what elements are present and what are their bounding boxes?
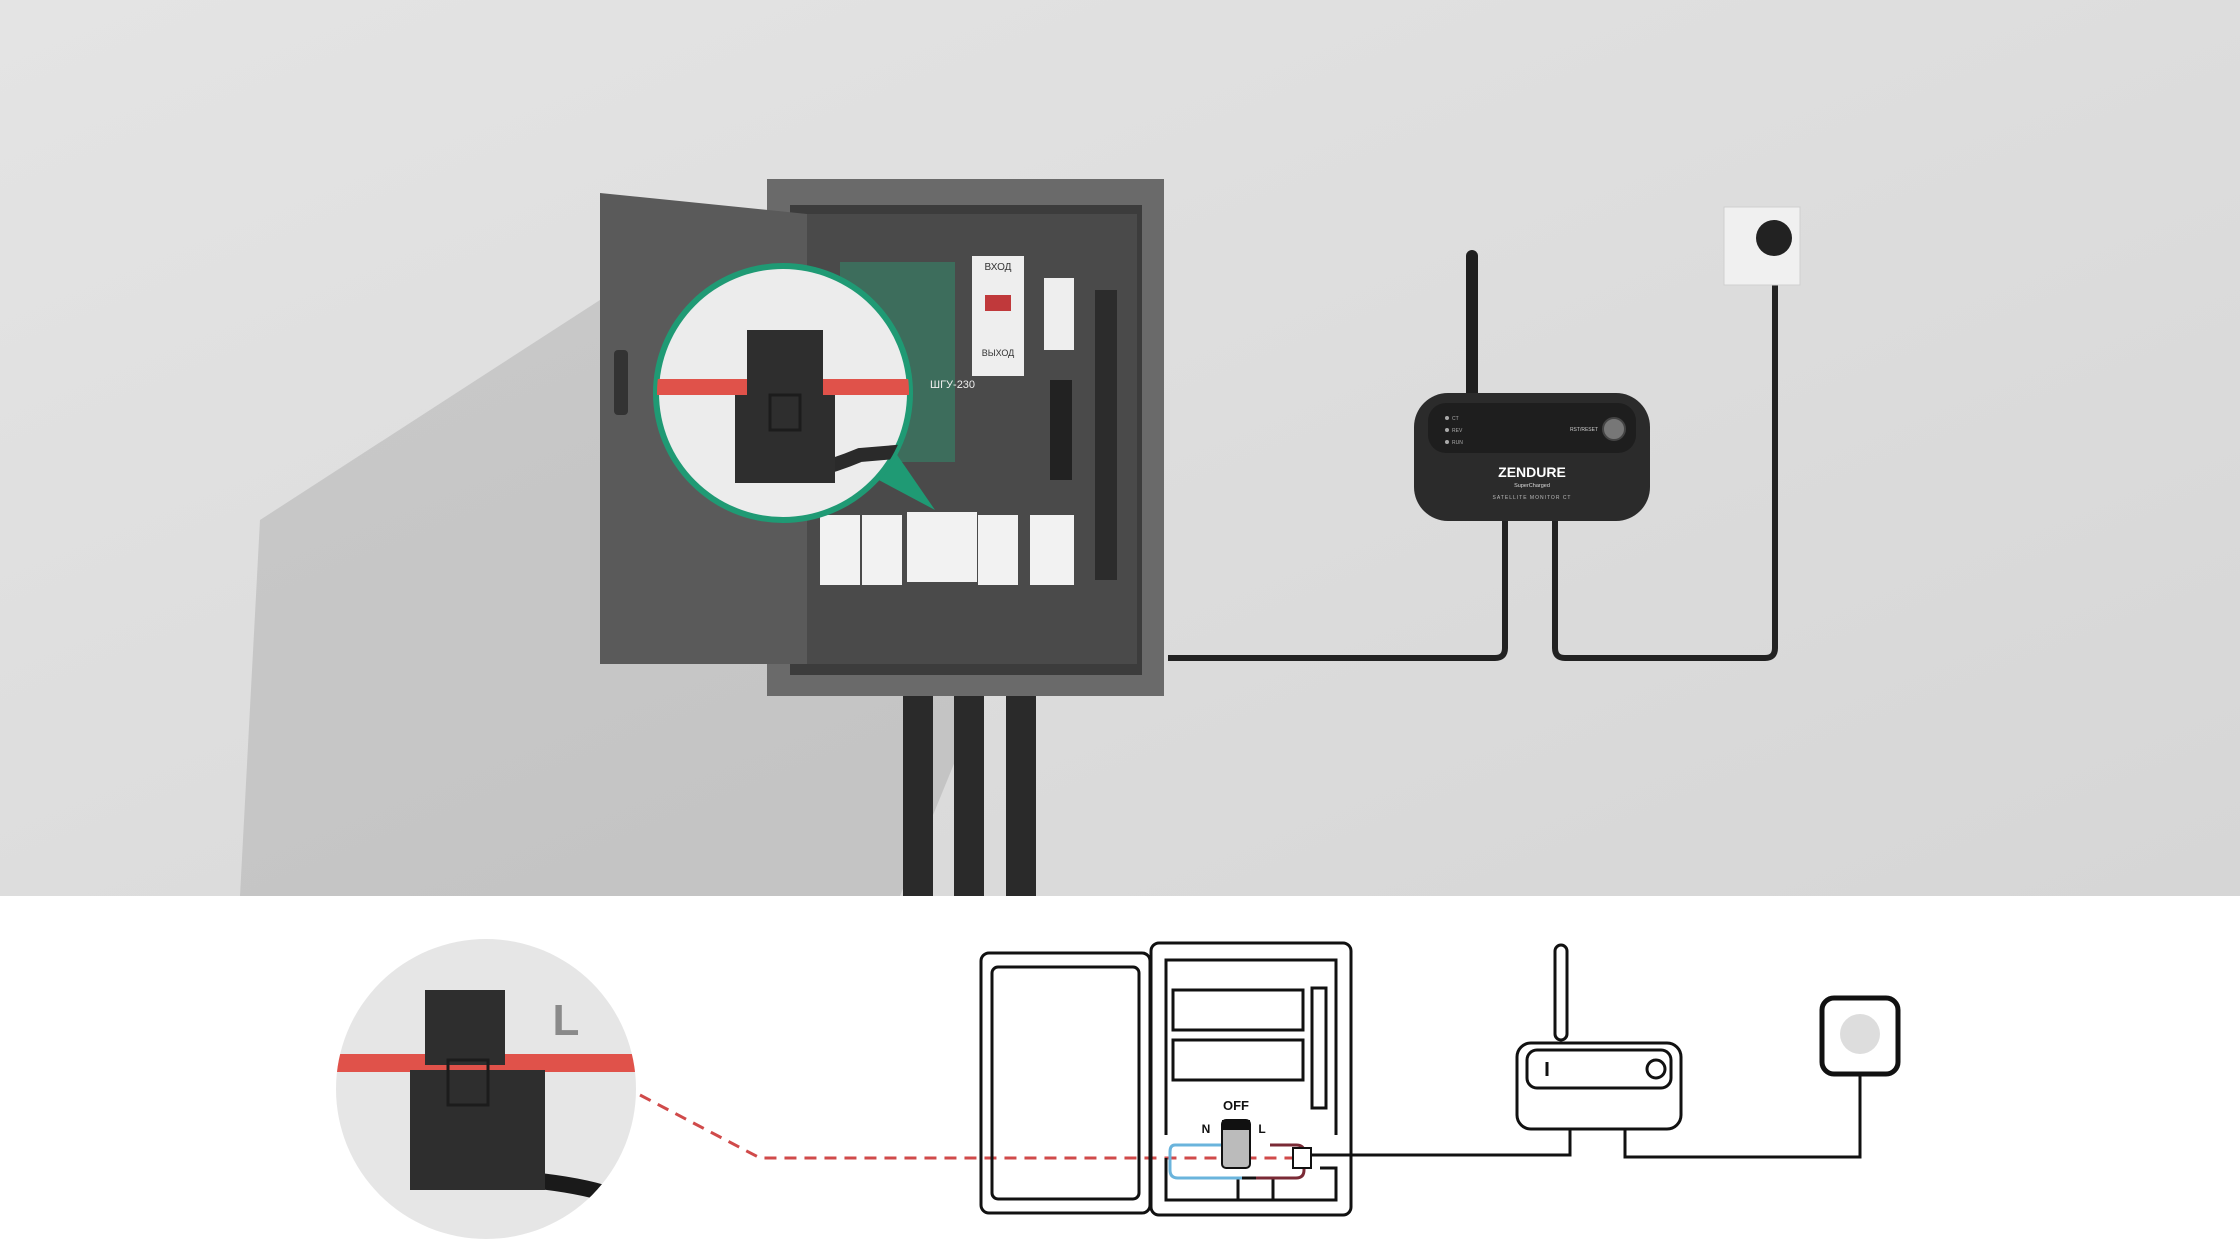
monitor-device-icon <box>1515 943 1683 1131</box>
antenna-icon <box>1466 250 1478 400</box>
outlet-icon <box>1819 995 1901 1077</box>
neutral-wire <box>1168 1143 1243 1180</box>
cables <box>1168 245 1778 661</box>
ct-clamp-closeup: L <box>336 939 636 1239</box>
brand-tagline: SuperCharged <box>1514 483 1550 489</box>
input-label: ВХОД <box>985 262 1012 273</box>
led-rev: REV <box>1452 428 1463 434</box>
reset-button <box>1602 417 1626 441</box>
line-label: L <box>1258 1122 1265 1136</box>
conduit-pipes <box>903 690 1036 896</box>
cable-gland <box>1292 1147 1312 1169</box>
ct-signal-path <box>639 1093 1300 1160</box>
photo-scene: ВХОД ВЫХОД ШГУ-230 <box>0 0 2240 896</box>
wire-label: L <box>553 996 580 1045</box>
breaker-state: OFF <box>1223 1098 1249 1113</box>
wall-outlet <box>1723 206 1801 286</box>
reset-label: RST/RESET <box>1570 427 1598 433</box>
model-name: SATELLITE MONITOR CT <box>1493 495 1572 501</box>
door-handle <box>614 350 628 415</box>
led-ct: CT <box>1452 416 1459 422</box>
ct-clamp-magnifier <box>653 263 935 523</box>
neutral-label: N <box>1202 1122 1211 1136</box>
output-label: ВЫХОД <box>982 348 1015 358</box>
led-run: RUN <box>1452 440 1463 446</box>
satellite-monitor-device: CT REV RUN RST/RESET ZENDURE SuperCharge… <box>1414 250 1650 521</box>
circuit-breakers <box>820 512 1074 585</box>
diagram-cables <box>1311 1074 1862 1159</box>
cabinet-diagram <box>979 941 1353 1217</box>
module-label: ШГУ-230 <box>930 379 975 391</box>
brand-logo: ZENDURE <box>1498 464 1566 480</box>
wiring-diagram: L OFF N L <box>0 896 2240 1260</box>
